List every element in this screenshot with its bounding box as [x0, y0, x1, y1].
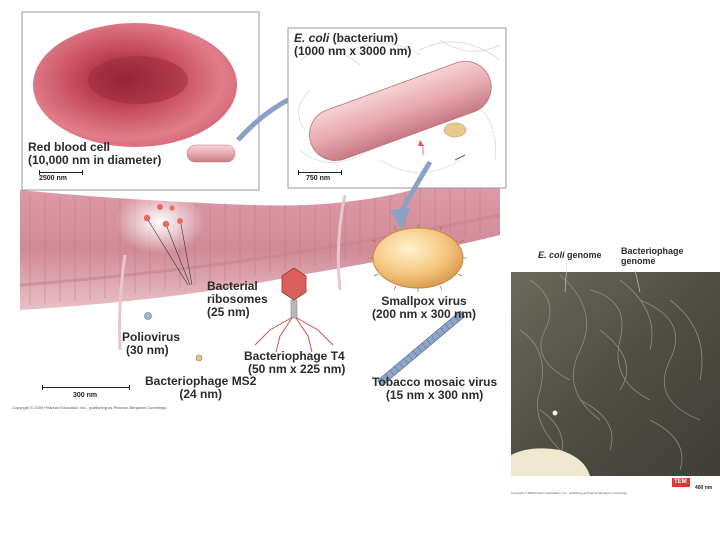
label-ribosomes: Bacterial ribosomes (25 nm) [207, 280, 268, 319]
tem-badge: TEM [674, 479, 687, 485]
copyright-left: Copyright © 2009 Pearson Education, Inc.… [12, 405, 167, 410]
scalebar-main [42, 387, 130, 388]
t4-size: (50 nm x 225 nm) [244, 363, 345, 376]
ecoli-name: E. coli [294, 31, 329, 45]
label-smallpox: Smallpox virus (200 nm x 300 nm) [372, 295, 476, 321]
scale-label-tem: 400 nm [695, 485, 712, 491]
label-red-blood-cell: Red blood cell (10,000 nm in diameter) [28, 141, 161, 167]
red-blood-cell-size: (10,000 nm in diameter) [28, 154, 161, 167]
phage-genome-line1: Bacteriophage [621, 246, 684, 256]
label-ecoli: E. coli (bacterium) (1000 nm x 3000 nm) [294, 32, 411, 58]
copyright-right: Copyright © 2008 Pearson Education, Inc.… [511, 491, 628, 495]
smallpox-size: (200 nm x 300 nm) [372, 308, 476, 321]
scalebar-rbc [39, 172, 83, 173]
scale-label-main: 300 nm [73, 392, 97, 399]
ecoli-size: (1000 nm x 3000 nm) [294, 45, 411, 58]
ecoli-type: (bacterium) [329, 31, 398, 45]
scalebar-ecoli [298, 172, 342, 173]
ecoli-genome-italic: E. coli [538, 250, 565, 260]
label-tmv: Tobacco mosaic virus (15 nm x 300 nm) [372, 376, 497, 402]
scale-label-rbc: 2500 nm [39, 175, 67, 182]
ecoli-genome-rest: genome [565, 250, 602, 260]
phage-genome-line2: genome [621, 256, 684, 266]
tmv-size: (15 nm x 300 nm) [372, 389, 497, 402]
label-ecoli-genome: E. coli genome [538, 250, 602, 260]
label-bacteriophage-t4: Bacteriophage T4 (50 nm x 225 nm) [244, 350, 345, 376]
label-poliovirus: Poliovirus (30 nm) [122, 331, 180, 357]
ms2-size: (24 nm) [145, 388, 256, 401]
poliovirus-size: (30 nm) [122, 344, 180, 357]
label-phage-genome: Bacteriophage genome [621, 246, 684, 266]
label-bacteriophage-ms2: Bacteriophage MS2 (24 nm) [145, 375, 256, 401]
scale-label-ecoli: 750 nm [306, 175, 330, 182]
ribosomes-size: (25 nm) [207, 306, 268, 319]
